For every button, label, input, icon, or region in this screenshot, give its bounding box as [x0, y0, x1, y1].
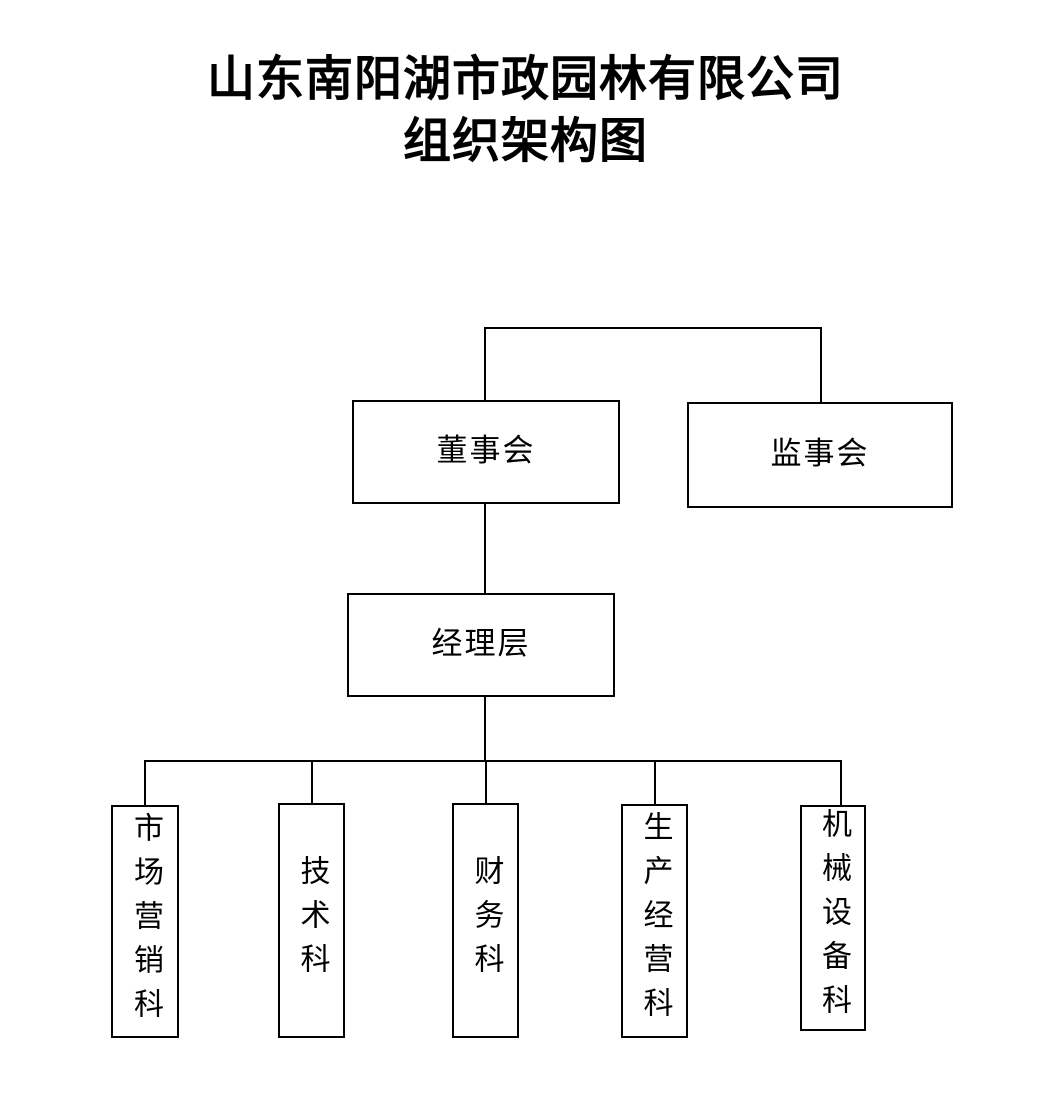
connector-to-production-operations-department — [654, 760, 656, 805]
node-board-of-supervisors[interactable]: 监事会 — [687, 402, 953, 508]
node-board-of-supervisors-label: 监事会 — [770, 436, 870, 473]
connector-to-machinery-equipment-department — [840, 760, 842, 806]
node-marketing-department[interactable]: 市场营销科 — [111, 805, 179, 1038]
node-marketing-department-label: 市场营销科 — [128, 811, 163, 1032]
node-management-layer-label: 经理层 — [431, 626, 531, 663]
node-finance-department[interactable]: 财务科 — [452, 803, 519, 1038]
connector-to-finance-department — [485, 760, 487, 804]
node-technology-department[interactable]: 技术科 — [278, 803, 345, 1038]
connector-department-distribution-bar — [144, 760, 842, 762]
node-production-operations-department[interactable]: 生产经营科 — [621, 804, 688, 1038]
connector-to-board-of-directors — [484, 327, 486, 402]
node-finance-department-label: 财务科 — [468, 854, 504, 987]
chart-title-line-1: 山东南阳湖市政园林有限公司 — [206, 51, 844, 107]
connector-to-marketing-department — [144, 760, 146, 806]
node-machinery-equipment-department[interactable]: 机械设备科 — [800, 805, 866, 1031]
connector-to-technology-department — [311, 760, 313, 804]
node-machinery-equipment-department-label: 机械设备科 — [816, 808, 851, 1028]
chart-title: 山东南阳湖市政园林有限公司 组织架构图 — [0, 48, 1051, 172]
connector-top-bracket-horizontal — [484, 327, 822, 329]
node-management-layer[interactable]: 经理层 — [347, 593, 615, 697]
node-technology-department-label: 技术科 — [294, 854, 330, 987]
node-board-of-directors[interactable]: 董事会 — [352, 400, 620, 504]
connector-to-board-of-supervisors — [820, 327, 822, 404]
node-board-of-directors-label: 董事会 — [436, 433, 536, 470]
chart-title-line-2: 组织架构图 — [402, 113, 648, 169]
connector-management-to-distribution-bar — [484, 697, 486, 761]
connector-directors-to-management — [484, 504, 486, 594]
node-production-operations-department-label: 生产经营科 — [637, 811, 673, 1031]
